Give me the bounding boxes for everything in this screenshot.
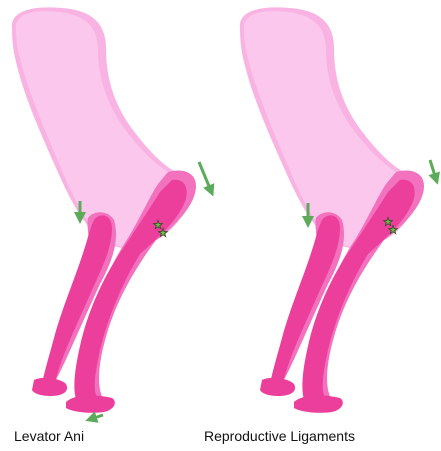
left-panel [12, 7, 211, 419]
right-panel [240, 7, 436, 412]
arrow-diagonal-icon [430, 160, 436, 179]
ligament-right-foot [294, 395, 343, 412]
caption-levator-ani: Levator Ani [14, 428, 84, 444]
ligament-left-foot [32, 378, 67, 396]
arrow-left-icon [91, 415, 103, 419]
caption-reproductive-ligaments: Reproductive Ligaments [204, 428, 355, 444]
arrow-diagonal-icon [199, 162, 211, 191]
ligament-left-foot [260, 378, 295, 396]
ligament-right-foot [66, 395, 115, 412]
